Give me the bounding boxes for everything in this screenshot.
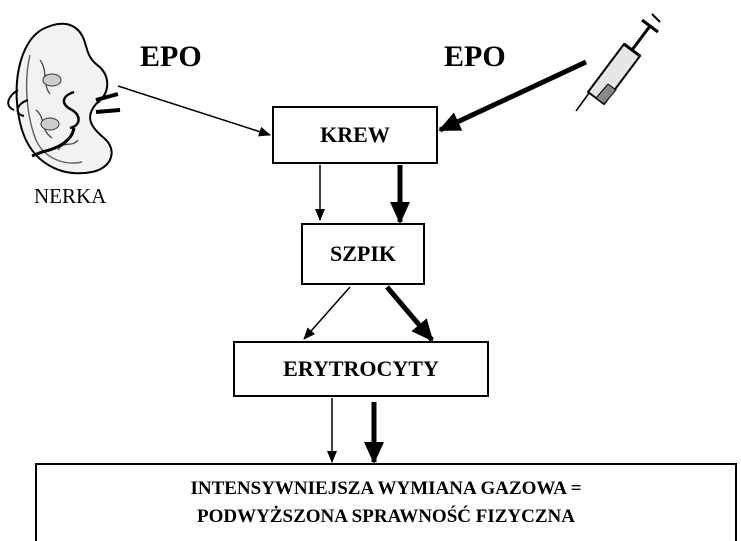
marrow-box: SZPIK [301,223,425,285]
arrow-epo-kidney-to-blood [117,85,271,137]
epo-label-right: EPO [444,40,506,73]
result-line-2: PODWYŻSZONA SPRAWNOŚĆ FIZYCZNA [197,506,575,527]
result-box: INTENSYWNIEJSZA WYMIANA GAZOWA = PODWYŻS… [35,463,737,541]
marrow-label: SZPIK [329,241,397,266]
result-line-1: INTENSYWNIEJSZA WYMIANA GAZOWA = [190,478,582,499]
kidney-icon [7,22,121,175]
arrow-marrow-to-erythrocytes-thin [303,286,351,340]
blood-box: KREW [272,106,438,164]
arrow-marrow-to-erythrocytes-thick [385,285,434,342]
arrow-epo-syringe-to-blood [438,59,588,133]
erythrocytes-box: ERYTROCYTY [233,341,489,397]
kidney-label: NERKA [34,184,107,208]
erythrocytes-label: ERYTROCYTY [283,356,439,381]
epo-label-left: EPO [140,40,202,73]
syringe-icon [575,13,661,112]
blood-label: KREW [320,122,390,147]
